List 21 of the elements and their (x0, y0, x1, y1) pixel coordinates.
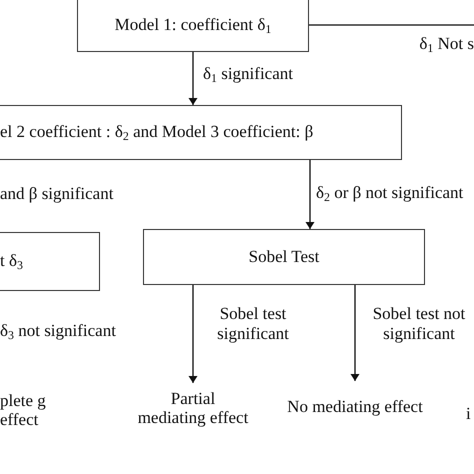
process-box (0, 105, 402, 160)
arrow (352, 285, 358, 381)
edge-label: δ$_{1}$ significant (203, 64, 293, 84)
note-text: δ$_{3}$ not significant (0, 321, 116, 341)
result-text: Partial mediating effect (136, 390, 250, 428)
result-text: plete g effect (0, 392, 47, 430)
edge-label: δ$_{1}$ Not s (419, 34, 474, 54)
result-text: No mediating effect (287, 398, 423, 416)
box-text: el 2 coefficient : δ$_{2}$ and Model 3 coefficient: β (0, 123, 314, 142)
process-box (77, 0, 309, 52)
arrow (190, 52, 196, 105)
box-text: Model 1: coefficient δ$_{1}$ (114, 16, 272, 35)
note-text: and β significant (0, 184, 114, 204)
process-box (143, 229, 425, 285)
box-text: Sobel Test (248, 248, 320, 266)
edge-label: δ$_{2}$ or β not significant (316, 183, 464, 203)
box-text: t δ$_{3}$ (0, 252, 23, 271)
arrow (306, 160, 314, 229)
arrow (190, 285, 196, 383)
connector-line (309, 24, 474, 26)
process-box (0, 232, 100, 291)
